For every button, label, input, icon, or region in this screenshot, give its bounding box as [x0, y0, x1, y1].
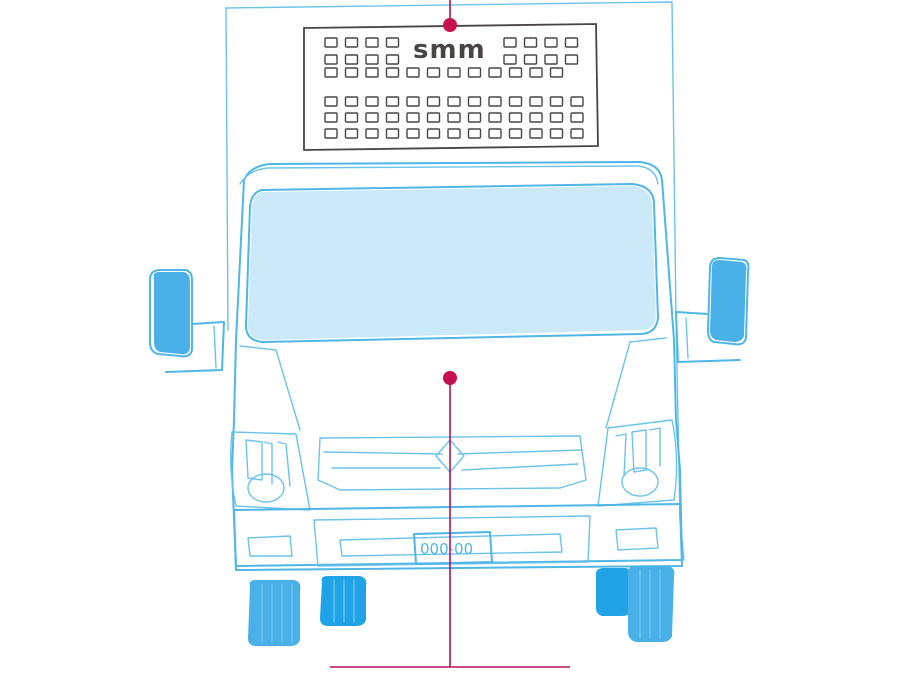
sign-cell [365, 128, 379, 139]
sign-cell [385, 96, 400, 107]
sign-cell [385, 112, 400, 123]
sign-cell [385, 128, 400, 139]
sign-cell [488, 112, 502, 123]
front-left-tire [248, 580, 301, 646]
sign-cell [529, 128, 543, 139]
sign-cell [503, 54, 517, 65]
sign-cell [344, 128, 359, 139]
sign-cell [503, 37, 517, 48]
sign-cell [406, 96, 420, 107]
hood-lines [239, 337, 667, 431]
sign-cell [488, 128, 502, 139]
sign-cell [564, 37, 579, 48]
sign-cell [426, 112, 441, 123]
sign-cell [508, 112, 523, 123]
windshield [245, 183, 659, 343]
sign-cell [467, 128, 482, 139]
sign-cell [344, 54, 359, 65]
right-headlight [597, 419, 678, 507]
axis-point-top [443, 18, 457, 32]
sign-cell [508, 67, 523, 78]
sign-cell [324, 112, 338, 123]
sign-cell [447, 112, 461, 123]
sign-cell [467, 67, 482, 78]
sign-cell [344, 96, 359, 107]
rear-right-tire [596, 568, 632, 616]
grille [317, 435, 587, 491]
sign-cell [549, 112, 564, 123]
sign-cell [426, 96, 441, 107]
front-bumper [233, 503, 683, 571]
right-mirror [675, 257, 750, 363]
sign-cell [529, 67, 543, 78]
sign-cell [406, 67, 420, 78]
sign-cell [324, 96, 338, 107]
sign-cell [344, 67, 359, 78]
sign-cell [488, 67, 502, 78]
sign-window-grid [324, 37, 584, 139]
roof-sign: smm [303, 23, 599, 151]
sign-cell [406, 112, 420, 123]
sign-cell [365, 37, 379, 48]
sign-cell [523, 37, 538, 48]
sign-cell [549, 128, 564, 139]
sign-cell [426, 67, 441, 78]
sign-cell [508, 128, 523, 139]
sign-cell [324, 128, 338, 139]
brand-label: smm [413, 35, 486, 65]
sign-cell [365, 54, 379, 65]
sign-cell [549, 67, 564, 78]
sign-cell [549, 96, 564, 107]
sign-cell [529, 112, 543, 123]
sign-cell [564, 54, 579, 65]
sign-cell [324, 37, 338, 48]
sign-cell [385, 67, 400, 78]
center-axis [330, 0, 570, 668]
sign-cell [447, 128, 461, 139]
sign-cell [544, 54, 558, 65]
sign-cell [447, 96, 461, 107]
sign-cell [467, 112, 482, 123]
plate-number: 000-00 [420, 540, 473, 558]
sign-cell [365, 112, 379, 123]
left-headlight [229, 431, 311, 511]
sign-cell [406, 128, 420, 139]
sign-cell [426, 128, 441, 139]
sign-cell [508, 96, 523, 107]
sign-cell [523, 54, 538, 65]
license-plate: 000-00 [413, 531, 493, 565]
sign-cell [385, 37, 400, 48]
sign-cell [488, 96, 502, 107]
sign-cell [544, 37, 558, 48]
sign-cell [385, 54, 400, 65]
sign-cell [570, 96, 584, 107]
sign-cell [570, 112, 584, 123]
sign-cell [447, 67, 461, 78]
sign-cell [344, 37, 359, 48]
sign-cell [324, 67, 338, 78]
sign-cell [467, 96, 482, 107]
sign-cell [570, 128, 584, 139]
sign-cell [365, 96, 379, 107]
front-right-tire [628, 566, 675, 642]
sign-cell [344, 112, 359, 123]
sign-cell [324, 54, 338, 65]
rear-left-tire [320, 576, 367, 626]
left-mirror [149, 269, 225, 373]
sign-cell [529, 96, 543, 107]
sign-cell [365, 67, 379, 78]
